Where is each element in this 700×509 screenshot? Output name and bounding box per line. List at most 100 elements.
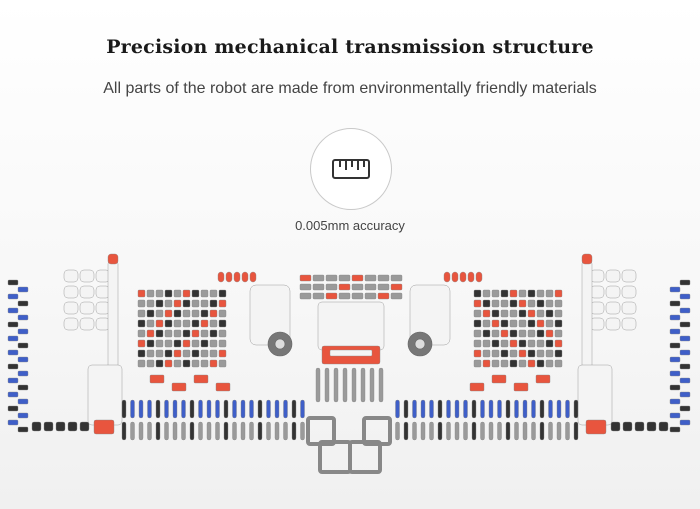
connector-part [451, 271, 459, 283]
beam-part [173, 299, 182, 308]
pin-part [531, 421, 536, 441]
pin-part [471, 399, 477, 419]
robot-parts-illustration [7, 253, 691, 474]
pin-part [514, 399, 519, 419]
beam-part [500, 329, 509, 338]
block-part [79, 317, 95, 331]
axle-part [378, 367, 384, 403]
beam-part [164, 299, 173, 308]
beam-part [545, 329, 554, 338]
beam-part [164, 319, 173, 328]
beam-part [200, 349, 209, 358]
beam-part [325, 274, 338, 282]
beam-part [146, 289, 155, 298]
bracket-part [491, 374, 507, 384]
beam-part [146, 349, 155, 358]
beam-part [200, 339, 209, 348]
beam-part [173, 339, 182, 348]
beam-part [164, 289, 173, 298]
axle-part [351, 367, 357, 403]
beam-part [518, 349, 527, 358]
beam-part [351, 274, 364, 282]
beam-part [200, 319, 209, 328]
pin-part [283, 399, 288, 419]
beam-part [536, 339, 545, 348]
block-part [621, 301, 637, 315]
beam-part [536, 359, 545, 368]
beam-part [536, 319, 545, 328]
pin-part [138, 421, 144, 441]
pin-part [189, 399, 195, 419]
beam-part [209, 299, 218, 308]
beam-part [146, 309, 155, 318]
pin-part [531, 399, 536, 419]
pin-part [679, 391, 691, 398]
beam-part [137, 289, 146, 298]
beam-part [482, 349, 491, 358]
pin-part [573, 421, 579, 441]
connector-part [467, 271, 475, 283]
beam-part [218, 299, 227, 308]
beam-part [545, 289, 554, 298]
block-part [63, 269, 79, 283]
pin-part [240, 399, 246, 419]
pin-part [437, 421, 443, 441]
beam-part [338, 283, 351, 291]
beam-part [491, 359, 500, 368]
connector-part [459, 271, 467, 283]
beam-part [164, 329, 173, 338]
beam-part [491, 309, 500, 318]
pin-part [240, 421, 246, 441]
beam-part [218, 319, 227, 328]
pin-part [121, 421, 127, 441]
beam-part [482, 289, 491, 298]
beam-part [146, 319, 155, 328]
pin-part [7, 307, 19, 314]
axle-part [324, 367, 330, 403]
pin-part [539, 399, 545, 419]
block-part [621, 269, 637, 283]
pin-part [679, 321, 691, 328]
beam-part [137, 329, 146, 338]
beam-part [518, 359, 527, 368]
pin-part [274, 399, 280, 419]
pin-part [454, 421, 460, 441]
beam-part [509, 349, 518, 358]
pin-part [206, 399, 212, 419]
pin-part [291, 399, 297, 419]
beam-part [473, 309, 482, 318]
beam-part [509, 299, 518, 308]
beam-part [500, 319, 509, 328]
pin-part [679, 349, 691, 356]
pin-part [669, 384, 681, 391]
beam-part [491, 289, 500, 298]
pin-part [420, 399, 426, 419]
pin-part [181, 421, 186, 441]
pin-part [155, 399, 161, 419]
pin-part [488, 399, 494, 419]
beam-part [482, 359, 491, 368]
beam-part [191, 289, 200, 298]
beam-part [527, 349, 536, 358]
pin-part [679, 405, 691, 412]
pin-part [679, 419, 691, 426]
block-part [63, 301, 79, 315]
beam-part [209, 289, 218, 298]
beam-part [146, 359, 155, 368]
beam-part [364, 283, 377, 291]
beam-part [209, 339, 218, 348]
pin-part [395, 421, 400, 441]
pin-part [669, 356, 681, 363]
beam-part [554, 289, 563, 298]
pin-part [189, 421, 195, 441]
beam-part [155, 359, 164, 368]
pin-part [274, 421, 280, 441]
pin-part [17, 426, 29, 433]
beam-part [137, 349, 146, 358]
beam-part [554, 359, 563, 368]
connector-part [79, 421, 90, 432]
arm-cap-part [581, 253, 593, 265]
pin-part [7, 377, 19, 384]
beam-part [473, 339, 482, 348]
pin-part [249, 399, 254, 419]
